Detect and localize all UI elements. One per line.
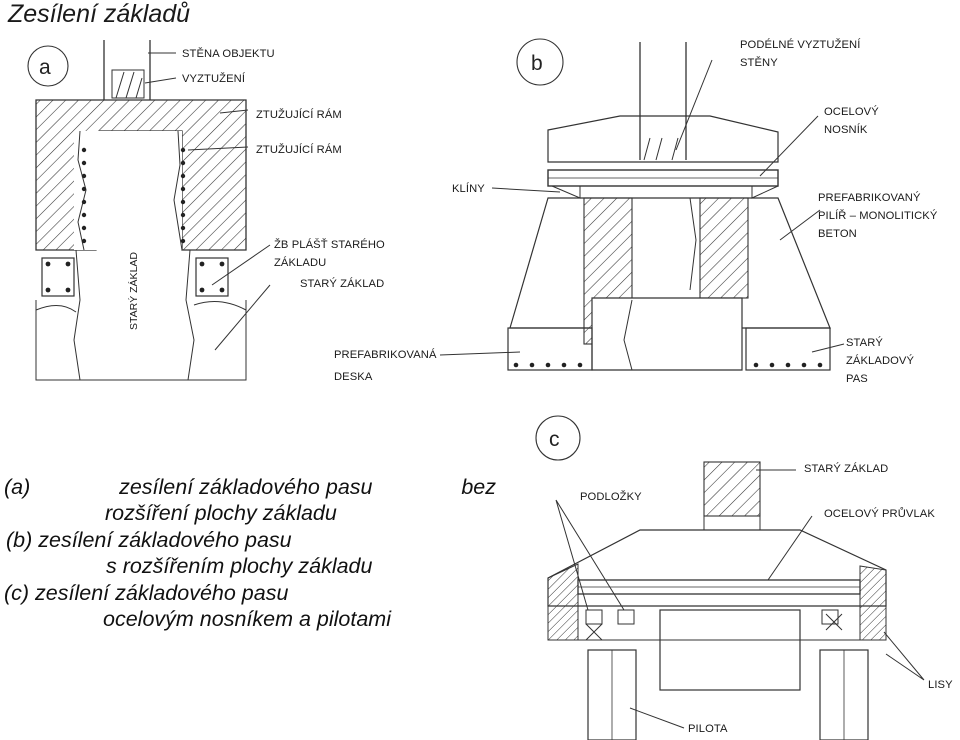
- panel-c-labels: c STARÝ ZÁKLAD PODLOŽKY OCELOVÝ PRŮVLAK …: [549, 428, 953, 735]
- panel-c: [535, 415, 925, 740]
- label-prefab-deska-line2: DESKA: [334, 371, 373, 383]
- caption-a-prefix: (a): [4, 475, 31, 499]
- panel-b-tag: b: [531, 52, 543, 75]
- label-stary-zaklad-vertical: STARÝ ZÁKLAD: [127, 252, 140, 330]
- panel-b-slab-right: [745, 327, 831, 371]
- label-c-stary-zaklad: STARÝ ZÁKLAD: [804, 462, 888, 475]
- label-stena-objektu: STĚNA OBJEKTU: [182, 47, 275, 60]
- label-kliny: KLÍNY: [452, 182, 485, 195]
- panel-b: [439, 38, 845, 371]
- caption-a-text: zesílení základového pasu: [119, 475, 373, 499]
- caption-a-bez: bez: [461, 475, 496, 499]
- page-title: Zesílení základů: [8, 0, 191, 28]
- label-ocelovy-line2: NOSNÍK: [824, 123, 868, 136]
- caption-c-line1: (c) zesílení základového pasu: [4, 580, 289, 605]
- label-ocelovy-pruvlak: OCELOVÝ PRŮVLAK: [824, 507, 935, 520]
- panel-c-old-foundation: [703, 461, 761, 517]
- caption-a-line2: rozšíření plochy základu: [105, 501, 337, 526]
- panel-a-reinforcement: [111, 69, 145, 99]
- label-zb-plast-line2: ZÁKLADU: [274, 256, 326, 269]
- panel-b-slab-left: [507, 327, 593, 371]
- label-stary-pas-line1: STARÝ: [846, 336, 883, 349]
- panel-a-tag-circle: [27, 45, 69, 87]
- label-pilota: PILOTA: [688, 723, 728, 735]
- caption-b-line2: s rozšířením plochy základu: [106, 554, 373, 579]
- label-stary-zaklad: STARÝ ZÁKLAD: [300, 277, 384, 290]
- label-zb-plast-line1: ŽB PLÁŠŤ STARÉHO: [274, 238, 385, 251]
- panel-b-tag-circle: [516, 38, 564, 86]
- panel-a: [27, 40, 271, 381]
- caption-c-line2: ocelovým nosníkem a pilotami: [103, 607, 391, 632]
- caption-block: (a) zesílení základového pasu bez rozšíř…: [0, 474, 560, 632]
- panel-b-pier-right: [699, 197, 749, 299]
- caption-b-line1: (b) zesílení základového pasu: [6, 527, 292, 552]
- label-ztuzujici-ram-1: ZTUŽUJÍCÍ RÁM: [256, 108, 342, 121]
- panel-c-tag-circle: [535, 415, 581, 461]
- label-stary-pas-line2: ZÁKLADOVÝ: [846, 354, 914, 367]
- panel-c-tag: c: [549, 428, 560, 451]
- panel-a-rebar-dots: [81, 147, 186, 244]
- label-prefab-pilir-line3: BETON: [818, 228, 857, 240]
- label-stary-pas-line3: PAS: [846, 373, 868, 385]
- label-podelne-line1: PODÉLNÉ VYZTUŽENÍ: [740, 38, 861, 51]
- label-prefab-pilir-line2: PILÍŘ – MONOLITICKÝ: [818, 209, 938, 222]
- caption-a-line1: (a) zesílení základového pasu bez: [0, 474, 496, 500]
- panel-a-labels: a STĚNA OBJEKTU VYZTUŽENÍ ZTUŽUJÍCÍ RÁM …: [39, 47, 385, 330]
- label-prefab-deska-line1: PREFABRIKOVANÁ: [334, 348, 437, 361]
- label-prefab-pilir-line1: PREFABRIKOVANÝ: [818, 191, 921, 204]
- panel-b-labels: b PODÉLNÉ VYZTUŽENÍ STĚNY OCELOVÝ NOSNÍK…: [334, 38, 938, 385]
- label-vyztuzeni: VYZTUŽENÍ: [182, 72, 246, 85]
- label-ztuzujici-ram-2: ZTUŽUJÍCÍ RÁM: [256, 143, 342, 156]
- panel-a-tag: a: [39, 56, 51, 79]
- label-ocelovy-line1: OCELOVÝ: [824, 105, 879, 118]
- label-podlozky: PODLOŽKY: [580, 490, 642, 503]
- label-lisy: LISY: [928, 679, 953, 691]
- label-podelne-line2: STĚNY: [740, 56, 778, 69]
